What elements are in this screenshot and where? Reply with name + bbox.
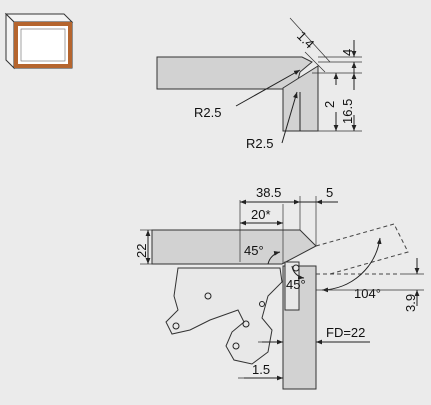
label-thickness-1-4: 1.4 bbox=[294, 28, 317, 51]
label-angle-right-45: 45° bbox=[286, 277, 306, 292]
label-base-1-5: 1.5 bbox=[252, 362, 270, 377]
label-depth-16-5: 16.5 bbox=[340, 99, 355, 124]
label-offset-5: 5 bbox=[326, 185, 333, 200]
label-overlap-2: 2 bbox=[322, 101, 337, 108]
hinge-arm bbox=[165, 267, 283, 365]
top-section-detail: 1.4 4 2 16.5 R2.5 R2.5 bbox=[156, 17, 362, 151]
label-radius-side: R2.5 bbox=[246, 136, 273, 151]
label-door-thickness-22: 22 bbox=[134, 244, 149, 258]
door bbox=[151, 229, 317, 265]
door-open-position bbox=[315, 223, 409, 275]
label-opening-angle-104: 104° bbox=[354, 286, 381, 301]
label-width-38-5: 38.5 bbox=[256, 185, 281, 200]
label-bore-20: 20* bbox=[251, 207, 271, 222]
label-rise-3-9: 3.9 bbox=[403, 294, 418, 312]
cabinet-door-outline bbox=[14, 22, 72, 68]
label-fd-22: FD=22 bbox=[326, 325, 365, 340]
label-angle-left-45: 45° bbox=[244, 243, 264, 258]
label-gap-4: 4 bbox=[340, 49, 355, 56]
cabinet-icon bbox=[4, 12, 74, 70]
bottom-hinge-detail: 38.5 5 20* 22 45° 45° 104° 3.9 FD=22 bbox=[134, 185, 424, 390]
label-radius-top: R2.5 bbox=[194, 105, 221, 120]
